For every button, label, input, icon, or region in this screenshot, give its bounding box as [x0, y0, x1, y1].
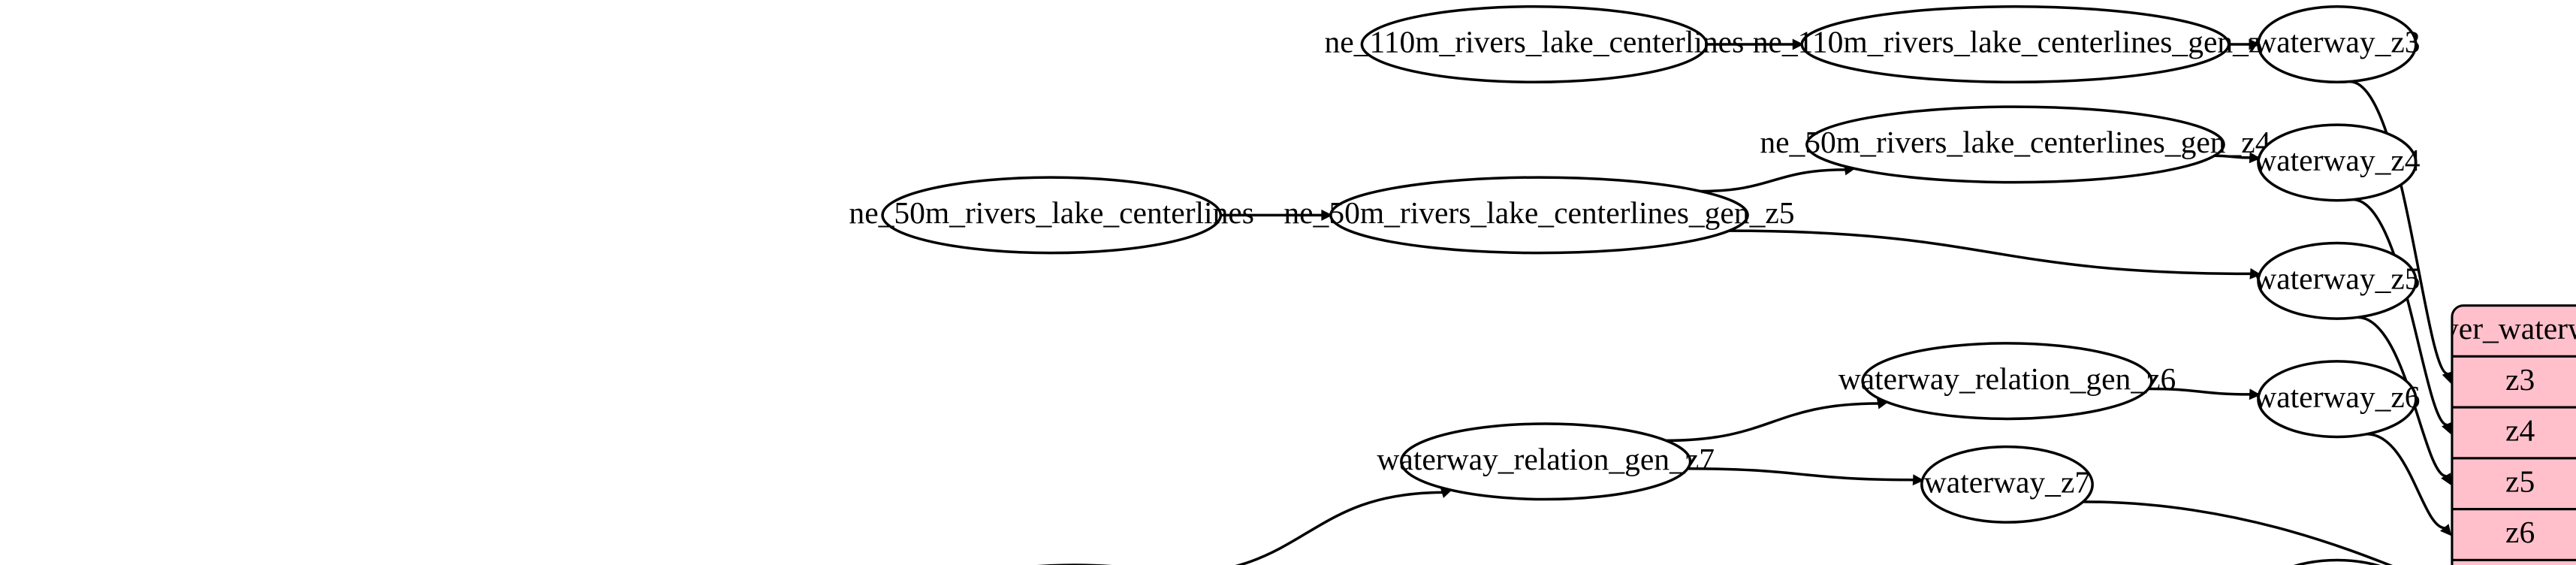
arrowhead — [2249, 267, 2261, 279]
node-label: ne_110m_rivers_lake_centerlines_gen_z3 — [1753, 25, 2278, 59]
arrowhead — [1912, 474, 1924, 486]
node-shape — [1360, 5, 1709, 84]
arrowhead — [2442, 421, 2452, 435]
node-waterway_relation_gen_z7[interactable]: waterway_relation_gen_z7 — [1377, 422, 1715, 501]
node-label: waterway_z6 — [2254, 379, 2420, 414]
node-waterway_z8[interactable]: waterway_z8 — [2254, 558, 2420, 565]
edge-waterway_relation_gen_z7-to-waterway_relation_gen_z6 — [1666, 402, 1879, 443]
node-label: waterway_z3 — [2254, 25, 2420, 59]
node-label: ne_50m_rivers_lake_centerlines_gen_z5 — [1283, 195, 1794, 230]
node-label: waterway_z5 — [2254, 261, 2420, 295]
node-shape — [1861, 342, 2153, 421]
arrowhead — [2441, 473, 2451, 485]
table-row-z3-label: z3 — [2505, 362, 2535, 397]
arrowhead — [1321, 209, 1333, 221]
node-shape — [2257, 241, 2418, 320]
edge-waterway_z7-to-layer_waterway_z7 — [2083, 500, 2394, 565]
edge-waterway_z4-to-layer_waterway_z4 — [2352, 198, 2448, 427]
node-shape — [1400, 422, 1692, 501]
edge-ne_50m_rivers_lake_centerlines_gen_z4-to-waterway_z4 — [2214, 154, 2251, 159]
node-label: waterway_relation_gen_z7 — [1377, 442, 1715, 476]
table-outline — [2451, 304, 2576, 565]
table-header-layer-waterway-label: layer_waterway — [2421, 311, 2576, 346]
edge-waterway_z3-to-layer_waterway_z3 — [2349, 80, 2448, 376]
table-row-z7[interactable] — [2451, 558, 2576, 565]
edge-ne_50m_rivers_lake_centerlines_gen_z5-to-ne_50m_rivers_lake_centerlines_gen_z4 — [1700, 168, 1846, 193]
node-label: waterway_z7 — [1924, 465, 2090, 500]
node-ne_110m_rivers_lake_centerlines[interactable]: ne_110m_rivers_lake_centerlines — [1325, 5, 1745, 84]
node-shape — [1800, 5, 2231, 84]
node-ne_50m_rivers_lake_centerlines_gen_z4[interactable]: ne_50m_rivers_lake_centerlines_gen_z4 — [1760, 105, 2271, 184]
node-ne_50m_rivers_lake_centerlines_gen_z5[interactable]: ne_50m_rivers_lake_centerlines_gen_z5 — [1283, 176, 1795, 255]
table-row-z5-label: z5 — [2505, 464, 2535, 498]
node-waterway_z3[interactable]: waterway_z3 — [2254, 5, 2421, 84]
node-shape — [2257, 5, 2418, 84]
arrowhead — [2249, 38, 2261, 50]
node-label: waterway_relation_gen_z6 — [1838, 361, 2176, 396]
nodes-layer: imposm3osm_waterway_relationosm_waterway… — [849, 5, 2421, 565]
node-waterway_z6[interactable]: waterway_z6 — [2254, 360, 2421, 439]
edge-waterway_relation_gen_z7-to-waterway_z7 — [1688, 467, 1914, 482]
table-row-z3[interactable] — [2451, 355, 2576, 409]
edges-layer — [1220, 38, 2453, 565]
node-ne_50m_rivers_lake_centerlines[interactable]: ne_50m_rivers_lake_centerlines — [849, 176, 1254, 255]
arrowhead — [1792, 38, 1804, 50]
arrowhead — [2249, 152, 2261, 164]
node-ne_110m_rivers_lake_centerlines_gen_z3[interactable]: ne_110m_rivers_lake_centerlines_gen_z3 — [1753, 5, 2278, 84]
table-header-layer-waterway[interactable] — [2451, 305, 2576, 358]
node-shape — [1329, 176, 1749, 255]
edge-waterway_relation_gen_z6-to-waterway_z6 — [2148, 387, 2251, 396]
node-waterway_z5[interactable]: waterway_z5 — [2254, 241, 2421, 320]
edge-ne_50m_rivers_lake_centerlines_gen_z5-to-waterway_z5 — [1729, 229, 2252, 276]
node-shape — [2257, 360, 2418, 439]
node-shape — [2257, 123, 2418, 202]
edge-waterway_z6-to-layer_waterway_z6 — [2366, 433, 2445, 530]
arrowhead — [2440, 524, 2452, 536]
table-row-z4-label: z4 — [2505, 413, 2535, 448]
node-label: waterway_z4 — [2254, 143, 2421, 177]
layer-waterway-table: layer_waterwayz3z4z5z6z7z8z9z10z11z12z13… — [2421, 304, 2576, 565]
edge-waterway_relation_gen_z8-to-waterway_relation_gen_z7 — [1235, 491, 1443, 565]
arrowhead — [2249, 388, 2261, 400]
node-waterway_z4[interactable]: waterway_z4 — [2254, 123, 2421, 202]
table-row-z6-label: z6 — [2505, 515, 2535, 549]
node-shape — [1920, 445, 2094, 524]
node-label: ne_110m_rivers_lake_centerlines — [1325, 25, 1745, 59]
node-waterway_z7[interactable]: waterway_z7 — [1920, 445, 2094, 524]
node-shape — [2293, 558, 2381, 565]
node-label: ne_50m_rivers_lake_centerlines_gen_z4 — [1760, 125, 2270, 159]
node-waterway_relation_gen_z6[interactable]: waterway_relation_gen_z6 — [1838, 342, 2176, 421]
table-row-z5[interactable] — [2451, 457, 2576, 511]
node-label: ne_50m_rivers_lake_centerlines — [849, 195, 1254, 230]
node-shape — [881, 176, 1223, 255]
node-shape — [1805, 105, 2225, 184]
